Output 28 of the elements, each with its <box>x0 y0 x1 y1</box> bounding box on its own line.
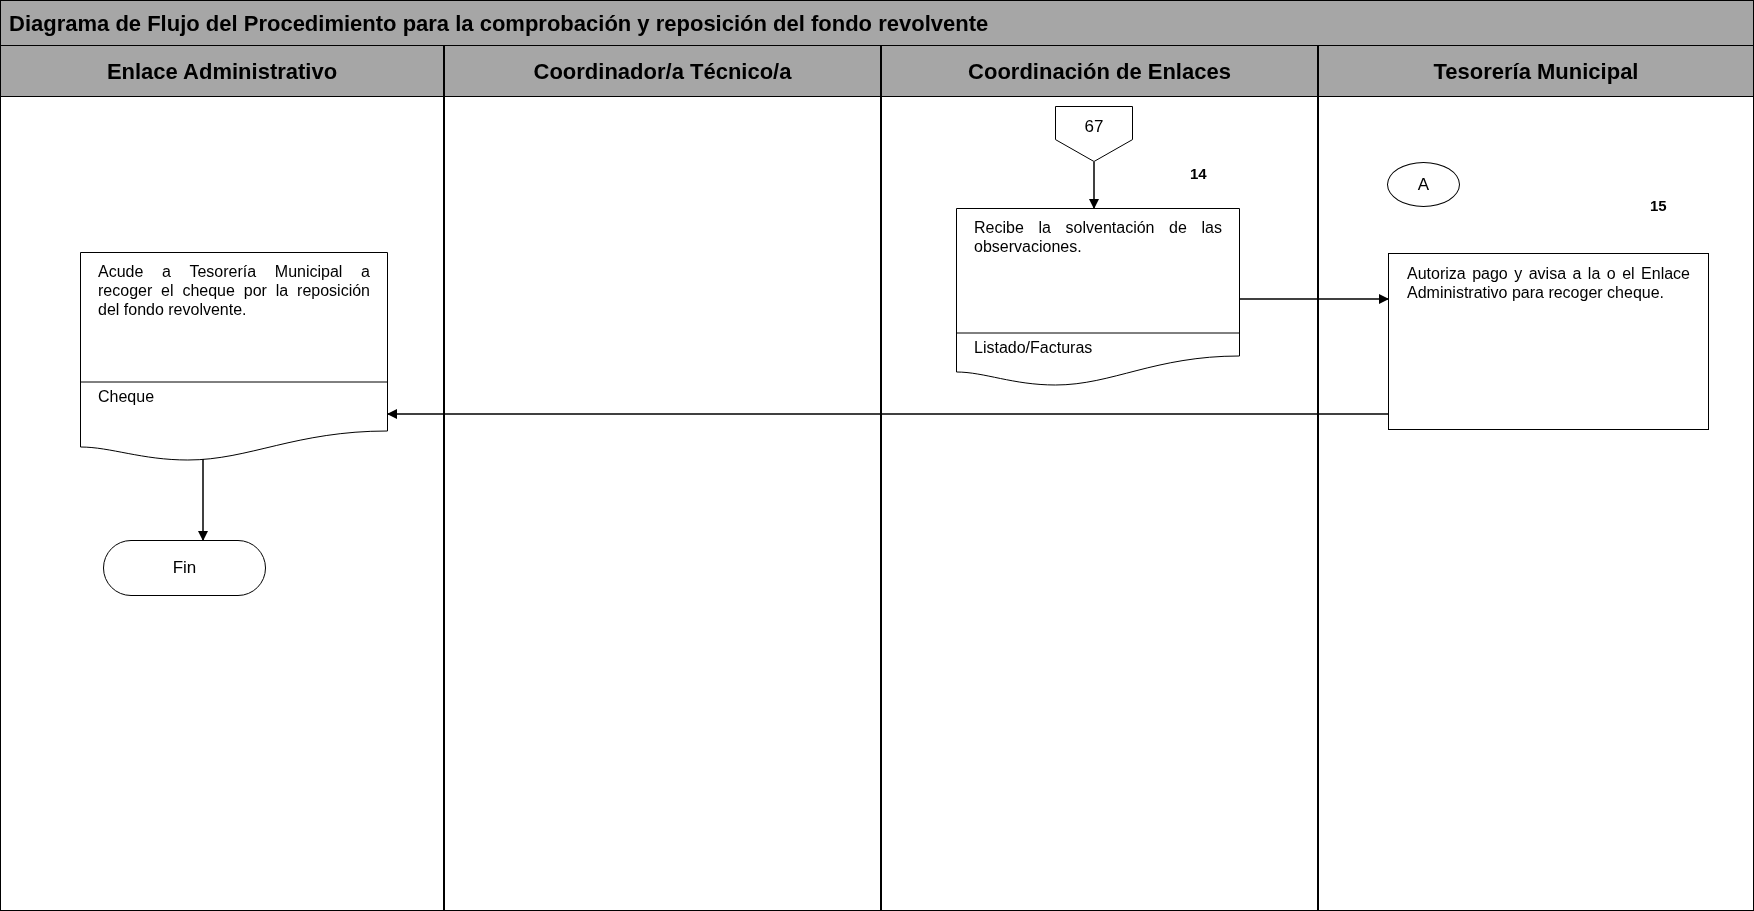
node-text: Acude a Tesorería Municipal a recoger el cheque por la reposición del fondo revolvente. <box>97 262 371 319</box>
node-label: A <box>1417 173 1430 196</box>
offpage-connector <box>1055 106 1133 162</box>
step-number: 15 <box>1650 196 1667 216</box>
node-text: Autoriza pago y avisa a la o el Enlace Administrativo para recoger cheque. <box>1406 264 1691 302</box>
terminal-shape <box>103 540 266 596</box>
document-shape <box>80 252 388 461</box>
process-box <box>1388 253 1709 430</box>
lane-title: Enlace Administrativo <box>106 57 338 86</box>
document-label: Listado/Facturas <box>974 338 1094 358</box>
node-text: Recibe la solventación de las observaciones. <box>973 218 1223 256</box>
arrow <box>1239 294 1389 304</box>
lane-header <box>0 45 444 97</box>
document-label: Cheque <box>98 387 156 407</box>
step-number: 14 <box>1190 164 1207 184</box>
lane-header <box>444 45 881 97</box>
arrow <box>387 409 1389 419</box>
node-label: 67 <box>1084 116 1104 138</box>
lane-title: Coordinador/a Técnico/a <box>533 57 792 86</box>
lane-title: Tesorería Municipal <box>1433 57 1639 86</box>
arrow <box>198 458 208 541</box>
document-shape <box>956 208 1240 386</box>
lane-title: Coordinación de Enlaces <box>968 57 1231 86</box>
diagram-title: Diagrama de Flujo del Procedimiento para la comprobación y reposición del fondo revolvente <box>9 9 989 38</box>
lane-header <box>881 45 1318 97</box>
lane-header <box>1318 45 1754 97</box>
arrow <box>1089 161 1099 209</box>
node-label: Fin <box>172 557 197 580</box>
